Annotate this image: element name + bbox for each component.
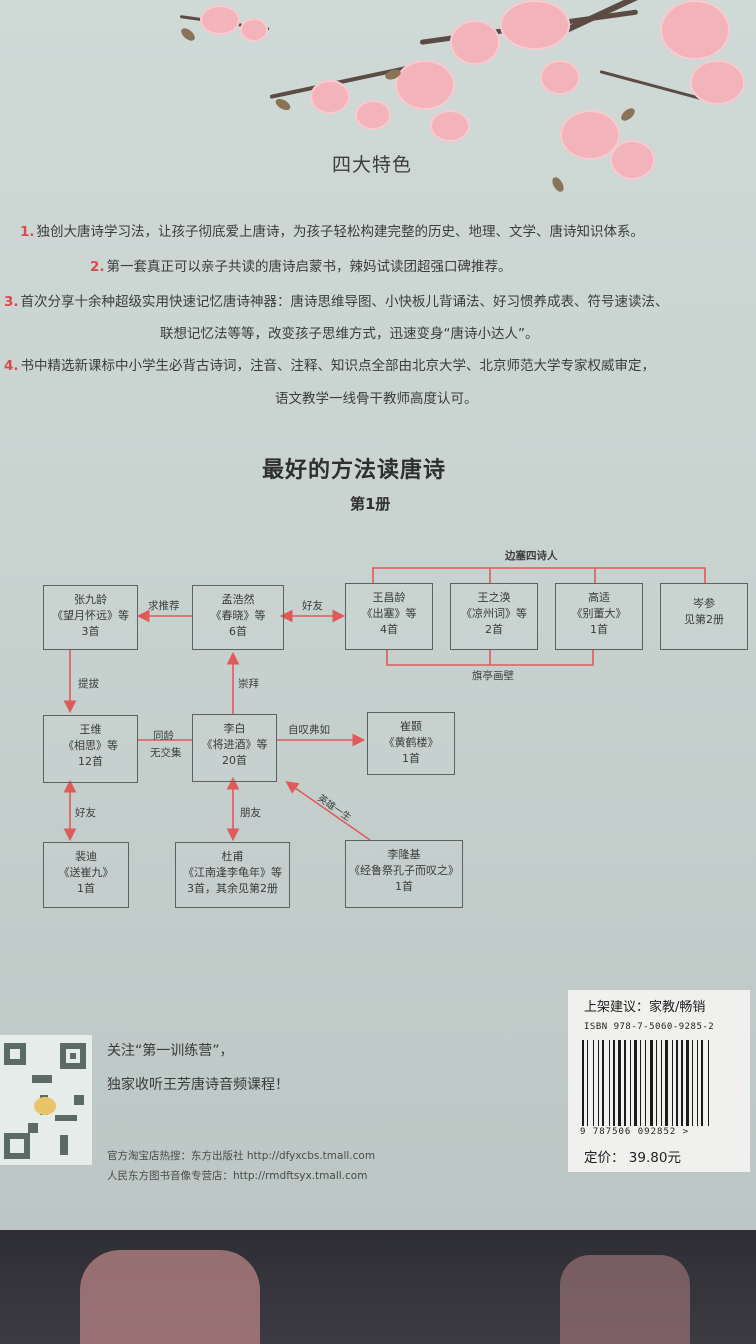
edge-label-promote: 提拔 <box>78 678 99 690</box>
feature-2-text: 第一套真正可以亲子共读的唐诗启蒙书，辣妈试读团超强口碑推荐。 <box>106 259 512 275</box>
barcode-digits: 9 787506 092852 > <box>580 1127 690 1137</box>
promo-listen: 独家收听王芳唐诗音频课程！ <box>107 1077 289 1093</box>
price: 定价： 39.80元 <box>584 1150 681 1166</box>
shelf-suggestion: 上架建议：家教/畅销 <box>584 1000 706 1015</box>
node-pei-di: 裴迪《送崔九》1首 <box>43 842 129 908</box>
edge-label-admire: 崇拜 <box>238 678 259 690</box>
qr-logo-icon <box>34 1097 56 1115</box>
edge-label-same-age: 同龄 <box>153 730 174 742</box>
group-label-qiting: 旗亭画壁 <box>472 670 514 682</box>
feature-2: 2.第一套真正可以亲子共读的唐诗启蒙书，辣妈试读团超强口碑推荐。 <box>90 255 512 275</box>
feature-3-number: 3. <box>4 294 19 310</box>
edge-label-recommend: 求推荐 <box>148 600 180 612</box>
edge-label-inferior: 自叹弗如 <box>288 724 330 736</box>
edge-label-friend-left: 好友 <box>75 807 96 819</box>
node-cui-hao: 崔颢《黄鹤楼》1首 <box>367 712 455 775</box>
feature-3: 3.首次分享十余种超级实用快速记忆唐诗神器：唐诗思维导图、小快板儿背诵法、好习惯… <box>4 290 669 310</box>
background-object-2 <box>560 1255 690 1344</box>
isbn-text: ISBN 978-7-5060-9285-2 <box>584 1022 715 1032</box>
background-object <box>80 1250 260 1344</box>
feature-4-line2: 语文教学一线骨干教师高度认可。 <box>275 391 478 407</box>
group-label-frontier-poets: 边塞四诗人 <box>505 550 558 562</box>
feature-1-text: 独创大唐诗学习法，让孩子彻底爱上唐诗，为孩子轻松构建完整的历史、地理、文学、唐诗… <box>36 224 645 240</box>
diagram-title: 最好的方法读唐诗 <box>262 458 447 483</box>
feature-1: 1.独创大唐诗学习法，让孩子彻底爱上唐诗，为孩子轻松构建完整的历史、地理、文学、… <box>20 220 644 240</box>
shop-line-2: 人民东方图书音像专营店：http://rmdftsyx.tmall.com <box>107 1170 368 1182</box>
node-gao-shi: 高适《别董大》1首 <box>555 583 643 650</box>
barcode-panel: 上架建议：家教/畅销 ISBN 978-7-5060-9285-2 9 7875… <box>568 990 750 1172</box>
feature-3-line2: 联想记忆法等等，改变孩子思维方式，迅速变身“唐诗小达人”。 <box>160 326 539 342</box>
node-li-longji: 李隆基《经鲁祭孔子而叹之》1首 <box>345 840 463 908</box>
feature-4-text: 书中精选新课标中小学生必背古诗词，注音、注释、知识点全部由北京大学、北京师范大学… <box>20 358 656 374</box>
qr-code <box>0 1035 92 1165</box>
feature-4-number: 4. <box>4 358 19 374</box>
promo-follow: 关注“第一训练营”， <box>107 1043 234 1059</box>
feature-1-number: 1. <box>20 224 35 240</box>
diagram-volume: 第1册 <box>350 495 391 513</box>
feature-3-text: 首次分享十余种超级实用快速记忆唐诗神器：唐诗思维导图、小快板儿背诵法、好习惯养成… <box>20 294 669 310</box>
feature-2-number: 2. <box>90 259 105 275</box>
diagram-connectors <box>63 567 706 842</box>
features-heading: 四大特色 <box>332 154 413 176</box>
node-cen-shen: 岑参见第2册 <box>660 583 748 650</box>
book-back-cover: 四大特色 1.独创大唐诗学习法，让孩子彻底爱上唐诗，为孩子轻松构建完整的历史、地… <box>0 0 756 1230</box>
feature-4: 4.书中精选新课标中小学生必背古诗词，注音、注释、知识点全部由北京大学、北京师范… <box>4 354 655 374</box>
shop-line-1: 官方淘宝店热搜：东方出版社 http://dfyxcbs.tmall.com <box>107 1150 376 1162</box>
edge-label-no-overlap: 无交集 <box>150 747 182 759</box>
edge-label-pal: 朋友 <box>240 807 261 819</box>
edge-label-friend-top: 好友 <box>302 600 323 612</box>
